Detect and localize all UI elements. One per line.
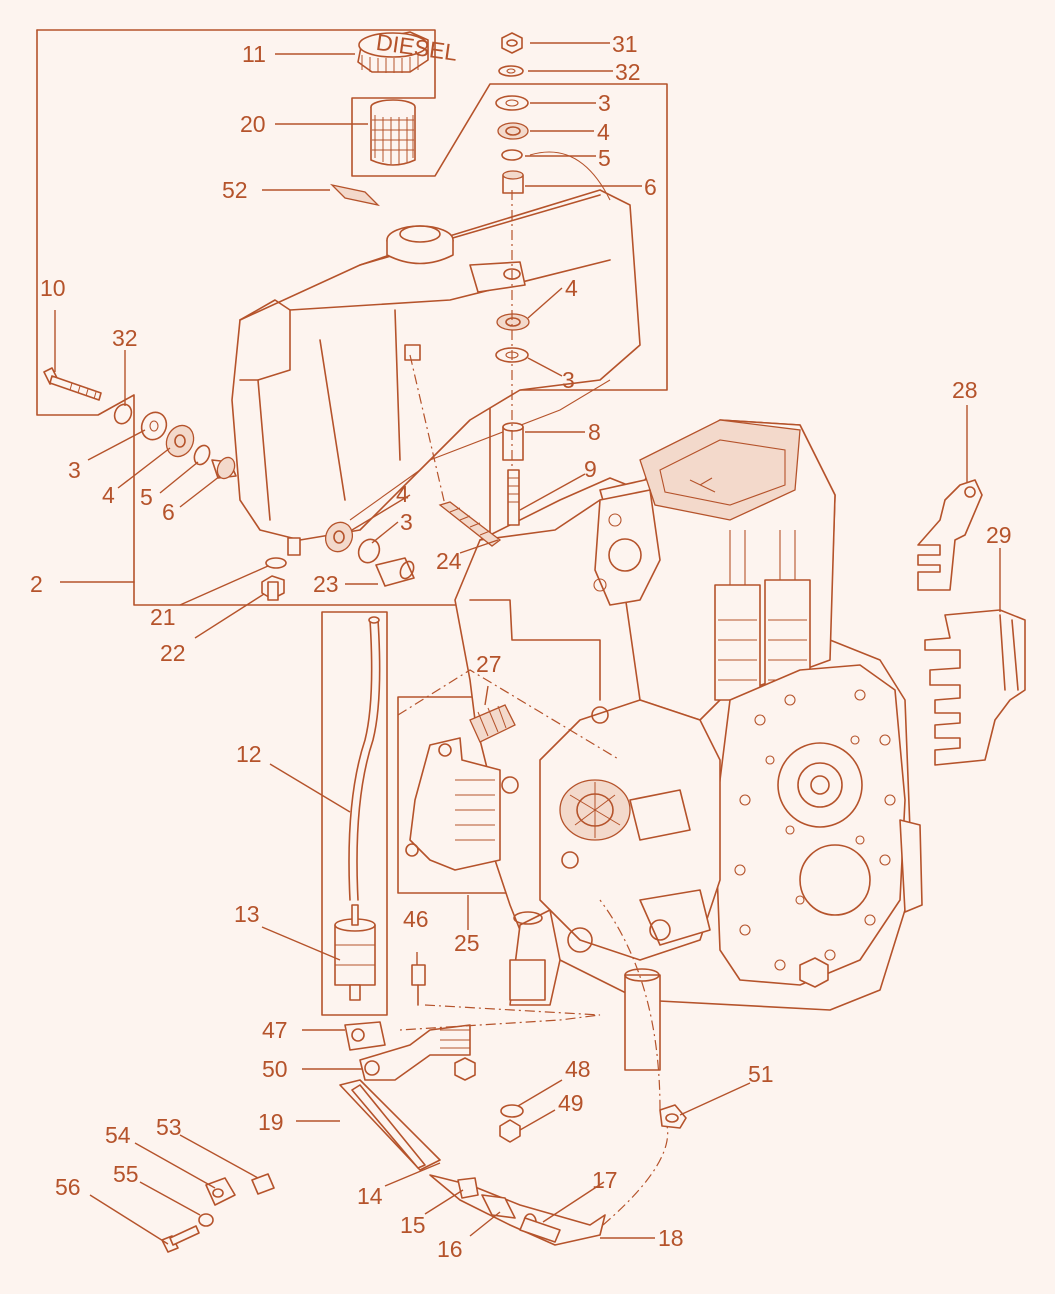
callout-4-left: 4 <box>102 482 115 508</box>
callout-18: 18 <box>658 1225 684 1251</box>
callout-13: 13 <box>234 901 260 927</box>
callout-24: 24 <box>436 548 462 574</box>
callout-32-left: 32 <box>112 325 138 351</box>
fuel-line-filter <box>334 616 381 1001</box>
callout-56: 56 <box>55 1174 81 1200</box>
callout-22: 22 <box>160 640 186 666</box>
callout-9: 9 <box>584 456 597 482</box>
callout-4-lower: 4 <box>396 481 409 507</box>
callout-27: 27 <box>476 651 502 677</box>
callout-29: 29 <box>986 522 1012 548</box>
callout-6-top: 6 <box>644 174 657 200</box>
callout-54: 54 <box>105 1122 131 1148</box>
fuel-tank <box>231 189 641 556</box>
callout-23: 23 <box>313 571 339 597</box>
callout-49: 49 <box>558 1090 584 1116</box>
callout-14: 14 <box>357 1183 383 1209</box>
leader-lines <box>54 42 1001 1245</box>
callout-4-top: 4 <box>597 119 610 145</box>
callout-5-left: 5 <box>140 484 153 510</box>
callout-5-top: 5 <box>598 145 611 171</box>
callout-51: 51 <box>748 1061 774 1087</box>
callout-10: 10 <box>40 275 66 301</box>
callout-11: 11 <box>242 41 266 67</box>
callout-12: 12 <box>236 741 262 767</box>
callout-55: 55 <box>113 1161 139 1187</box>
callout-17: 17 <box>592 1167 618 1193</box>
callout-31: 31 <box>612 31 638 57</box>
shroud-axis <box>397 669 621 761</box>
clip-hardware-53-56 <box>161 1173 275 1253</box>
callout-28: 28 <box>952 377 978 403</box>
fuel-cap: DIESEL <box>357 29 459 73</box>
callout-19: 19 <box>258 1109 284 1135</box>
callout-16: 16 <box>437 1236 463 1262</box>
hose-clip-51 <box>659 1104 687 1129</box>
callout-3-mid: 3 <box>562 367 575 393</box>
mounting-bolt-stack <box>43 367 237 480</box>
callout-numbers: 11 20 52 10 32 3 4 5 6 2 21 22 23 4 3 24… <box>30 31 1012 1262</box>
bracket-47-50 <box>344 964 476 1081</box>
bracket-axis <box>399 1004 601 1031</box>
baffle-plate-28 <box>917 479 983 591</box>
callout-48: 48 <box>565 1056 591 1082</box>
callout-47: 47 <box>262 1017 288 1043</box>
nut-washer-48-49 <box>499 1104 524 1143</box>
callout-6-left: 6 <box>162 499 175 525</box>
fuel-strainer <box>370 99 416 166</box>
breather-hose <box>529 151 611 201</box>
vent-line-axis <box>409 354 446 506</box>
cooling-shroud <box>405 704 516 871</box>
callout-32-right: 32 <box>615 59 641 85</box>
baffle-plate-29 <box>924 609 1026 766</box>
lower-tank-hardware <box>261 501 502 601</box>
callout-46: 46 <box>403 906 429 932</box>
engine-block <box>454 419 923 1071</box>
callout-4-mid: 4 <box>565 275 578 301</box>
callout-21: 21 <box>150 604 176 630</box>
callout-3-left: 3 <box>68 457 81 483</box>
callout-3-top: 3 <box>598 90 611 116</box>
callout-3-lower: 3 <box>400 509 413 535</box>
callout-25: 25 <box>454 930 480 956</box>
callout-53: 53 <box>156 1114 182 1140</box>
callout-8: 8 <box>588 419 601 445</box>
callout-50: 50 <box>262 1056 288 1082</box>
return-line-axis <box>599 899 669 1226</box>
callout-15: 15 <box>400 1212 426 1238</box>
fuel-return-lines <box>339 1079 606 1246</box>
callout-20: 20 <box>240 111 266 137</box>
label-plate <box>329 183 381 207</box>
callout-2: 2 <box>30 571 43 597</box>
callout-52: 52 <box>222 177 248 203</box>
